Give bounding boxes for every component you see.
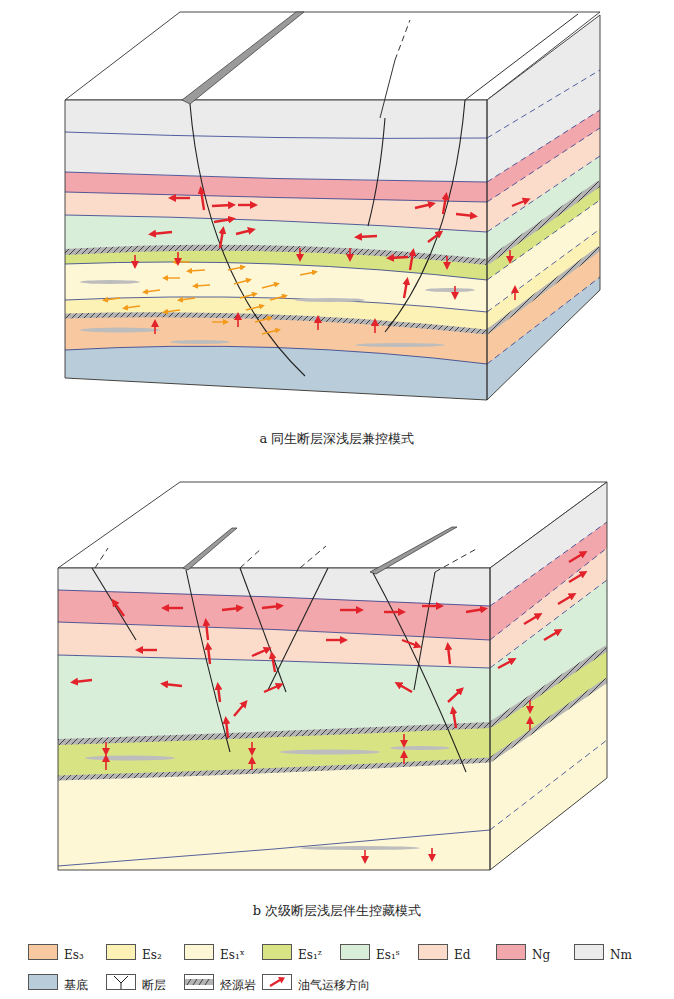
legend-item: 油气运移方向 bbox=[262, 974, 372, 992]
legend-text: 烃源岩 bbox=[220, 978, 256, 992]
legend-swatch bbox=[106, 944, 136, 960]
legend-text: Ng bbox=[532, 948, 550, 962]
legend-text: 断层 bbox=[142, 978, 166, 992]
legend-swatch bbox=[184, 944, 214, 960]
legend-swatch bbox=[574, 944, 604, 960]
legend-text: 基底 bbox=[64, 978, 88, 992]
legend-text: Es₁ˣ bbox=[220, 948, 245, 962]
legend-text: Nm bbox=[610, 948, 632, 962]
legend-text: Es₁ᶻ bbox=[298, 948, 322, 962]
legend-text: Es₃ bbox=[64, 948, 84, 962]
legend-text: Es₂ bbox=[142, 948, 162, 962]
legend-symbol bbox=[106, 974, 136, 990]
legend-swatch bbox=[28, 974, 58, 990]
legend-swatch bbox=[262, 944, 292, 960]
legend-symbol bbox=[184, 974, 214, 990]
legend-item: Es₂ bbox=[106, 944, 164, 962]
figure-caption: b 次级断层浅层伴生控藏模式 bbox=[0, 902, 674, 920]
legend-text: Es₁ˢ bbox=[376, 948, 400, 962]
legend-symbol bbox=[262, 974, 292, 990]
legend-text: 油气运移方向 bbox=[298, 978, 370, 992]
legend-item: 烃源岩 bbox=[184, 974, 258, 992]
legend-swatch bbox=[340, 944, 370, 960]
block-b bbox=[55, 478, 610, 878]
legend-text: Ed bbox=[454, 948, 470, 962]
legend-item: Es₁ˢ bbox=[340, 944, 402, 962]
figure-caption: a 同生断层深浅层兼控模式 bbox=[0, 430, 674, 448]
legend-item: 断层 bbox=[106, 974, 168, 992]
legend-swatch bbox=[28, 944, 58, 960]
block-a bbox=[60, 10, 605, 410]
legend-item: Es₁ᶻ bbox=[262, 944, 324, 962]
legend-item: Nm bbox=[574, 944, 634, 962]
legend-swatch bbox=[496, 944, 526, 960]
legend-item: Es₁ˣ bbox=[184, 944, 247, 962]
legend-item: 基底 bbox=[28, 974, 90, 992]
legend-swatch bbox=[418, 944, 448, 960]
legend-item: Ed bbox=[418, 944, 473, 962]
legend-item: Ng bbox=[496, 944, 553, 962]
legend-item: Es₃ bbox=[28, 944, 86, 962]
